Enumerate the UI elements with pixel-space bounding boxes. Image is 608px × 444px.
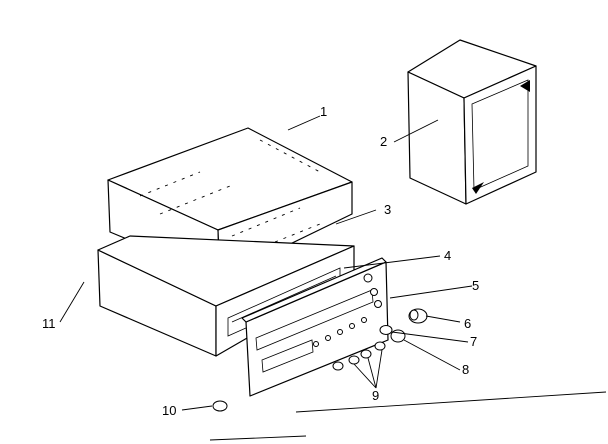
callout-3: 3 xyxy=(384,202,391,217)
callout-7: 7 xyxy=(470,334,477,349)
leader-lines xyxy=(59,115,473,411)
part-knobs xyxy=(332,308,428,371)
callout-11: 11 xyxy=(42,316,56,331)
callout-8: 8 xyxy=(462,362,469,377)
callout-4: 4 xyxy=(444,248,451,263)
callout-labels: 1 2 3 4 5 6 7 8 9 10 11 xyxy=(42,104,479,418)
callout-10: 10 xyxy=(162,403,176,418)
callout-1: 1 xyxy=(320,104,327,119)
part-cabinet-box xyxy=(407,39,537,205)
callout-9: 9 xyxy=(372,388,379,403)
part-foot xyxy=(212,400,228,412)
callout-2: 2 xyxy=(380,134,387,149)
callout-5: 5 xyxy=(472,278,479,293)
callout-6: 6 xyxy=(464,316,471,331)
part-front-panel xyxy=(241,257,389,397)
baseline-rules xyxy=(209,391,607,441)
